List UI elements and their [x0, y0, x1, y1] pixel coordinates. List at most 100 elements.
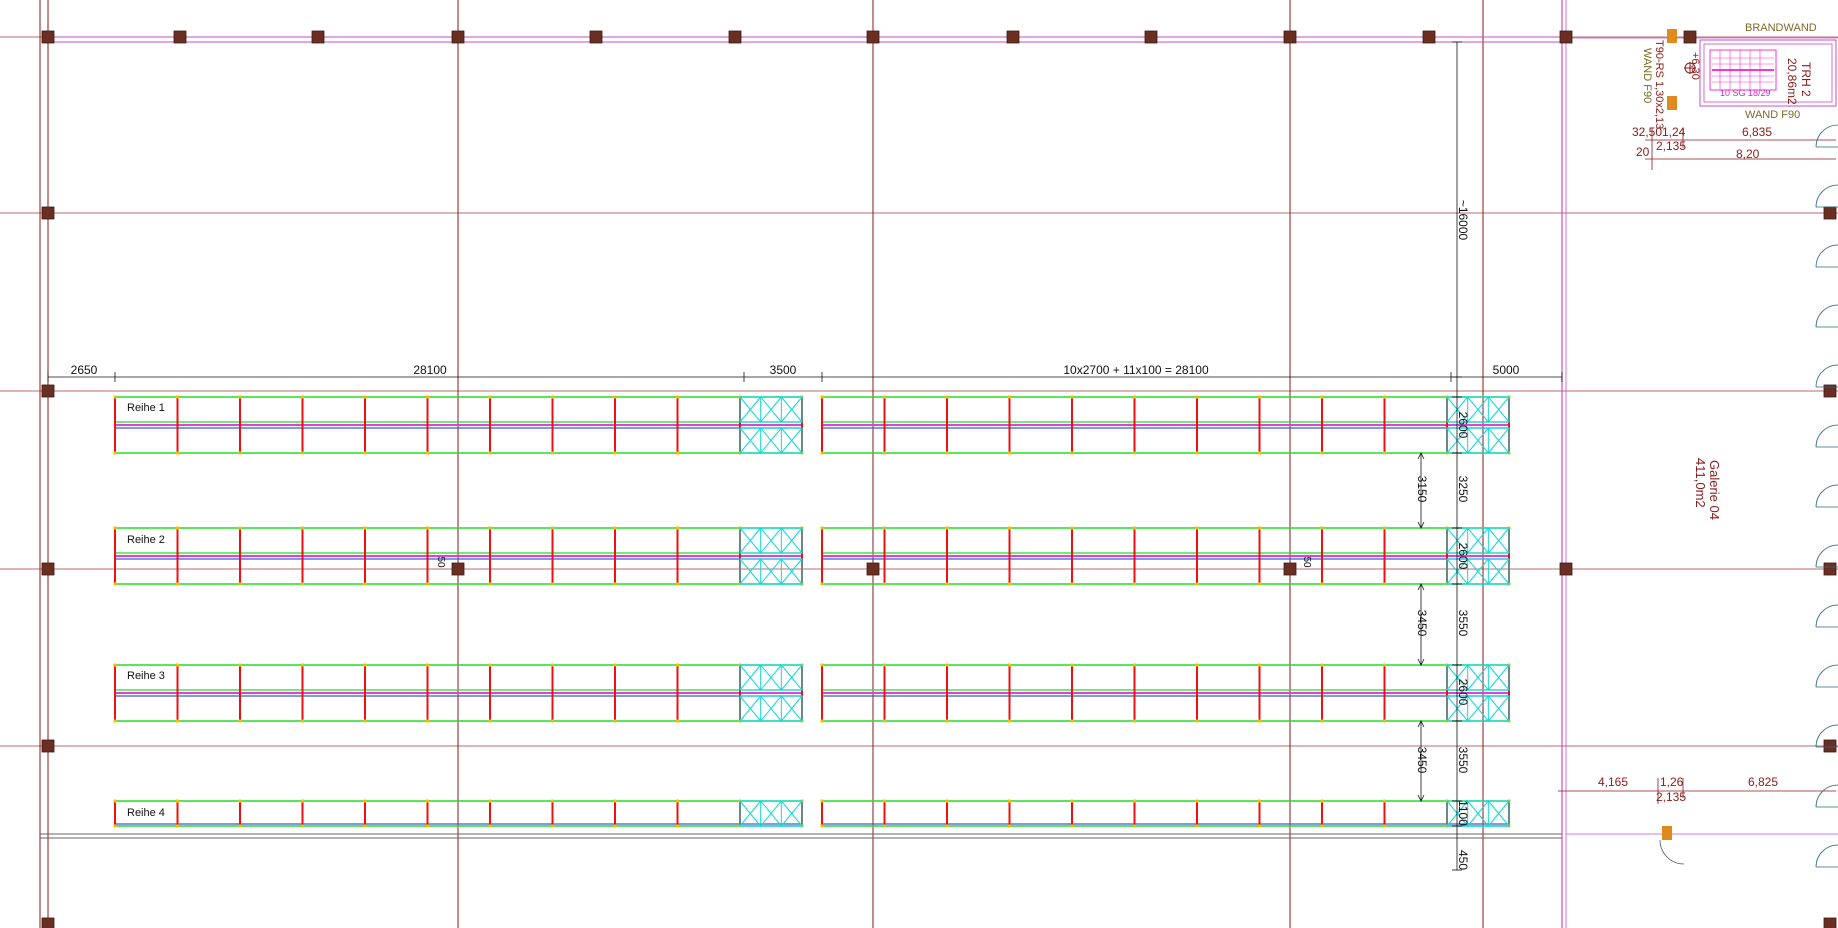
rack-node [820, 395, 824, 399]
rack-node [1258, 451, 1261, 455]
door-swing-icon [1659, 839, 1685, 865]
rack-node [883, 799, 886, 803]
rack-node [945, 663, 949, 667]
door-swing-icon [1815, 424, 1838, 448]
rack-node [945, 526, 949, 530]
rack-node [1008, 719, 1011, 723]
cross-brace [1487, 664, 1510, 691]
rack-node [1258, 799, 1261, 803]
rack-node [1320, 663, 1324, 667]
rack-node [945, 719, 949, 723]
rack-node [176, 451, 179, 455]
rack-block-row-4 [113, 799, 804, 828]
rack-node [1133, 799, 1136, 803]
annex-bottom-dim-c: 2,135 [1656, 790, 1686, 804]
cross-brace [760, 527, 782, 554]
column-square-icon [41, 917, 55, 928]
rack-node [301, 663, 304, 667]
rack-node [820, 799, 824, 803]
rack-node [426, 526, 429, 530]
rack-node [676, 395, 679, 399]
rack-node [551, 526, 554, 530]
dim-aisle-1-2: 3150 [1415, 476, 1429, 503]
cross-brace [760, 695, 782, 722]
rack-node [426, 824, 429, 828]
cross-brace [739, 527, 762, 554]
door-swing-icon [1815, 244, 1838, 268]
rack-node [113, 663, 117, 667]
annex-bottom-dim-a: 4,165 [1598, 775, 1628, 789]
door-swing-icon [1815, 484, 1838, 508]
rack-node [113, 799, 117, 803]
rack-node [363, 395, 367, 399]
rack-node [1070, 395, 1074, 399]
rack-node [301, 395, 304, 399]
door-swing-icon [1815, 544, 1838, 568]
rack-node [301, 451, 304, 455]
cross-brace [1487, 427, 1510, 454]
rack-node [613, 799, 617, 803]
rack-node [1195, 395, 1199, 399]
rack-node [1383, 799, 1386, 803]
dim-spacing-1-2: 3250 [1456, 476, 1470, 503]
door-icon [1662, 826, 1672, 840]
column-square-icon [1559, 30, 1573, 44]
rack-node [488, 663, 492, 667]
rack-node [176, 582, 179, 586]
column-square-icon [1823, 384, 1837, 398]
cross-brace [780, 800, 803, 827]
annex-dim-d: 6,835 [1742, 125, 1772, 139]
cross-brace [739, 800, 762, 827]
rack-node [676, 582, 679, 586]
annex-dim-c: 2,135 [1656, 139, 1686, 153]
gallery-name: Galerie 04 [1707, 460, 1722, 520]
dim-block1-length: 28100 [413, 363, 447, 377]
cross-brace [739, 396, 762, 423]
rack-node [1320, 451, 1324, 455]
rack-node [1195, 582, 1199, 586]
cross-brace [1467, 695, 1489, 722]
door-swing-icon [1815, 664, 1838, 688]
column-square-icon [41, 562, 55, 576]
rack-node [1258, 719, 1261, 723]
rack-node [883, 526, 886, 530]
stair-room-area: 20,86m2 [1785, 58, 1799, 105]
rack-node [113, 451, 117, 455]
rack-node [1258, 663, 1261, 667]
rack-node [238, 451, 242, 455]
dimension-arrow [1417, 583, 1425, 591]
cross-brace [780, 558, 803, 585]
rack-node [1320, 526, 1324, 530]
rack-node [1008, 582, 1011, 586]
cross-brace [739, 664, 762, 691]
door-swing-icon [1815, 844, 1838, 868]
rack-node [1070, 582, 1074, 586]
column-square-icon [451, 562, 465, 576]
exterior-walls [40, 0, 1838, 928]
rack-node [1383, 582, 1386, 586]
rack-node [113, 824, 117, 828]
column-square-icon [41, 206, 55, 220]
rack-block-row-2 [820, 526, 1511, 586]
column-square-icon [41, 384, 55, 398]
dim-rack2-depth: 2600 [1456, 543, 1470, 570]
rack-node [820, 824, 824, 828]
rack-node [551, 799, 554, 803]
rack-node [676, 663, 679, 667]
rack-node [820, 526, 824, 530]
dim-rack1-depth: 2600 [1456, 412, 1470, 439]
cross-brace [1467, 427, 1489, 454]
column-square-icon [1422, 30, 1436, 44]
rack-node [676, 451, 679, 455]
column-square-icon [451, 30, 465, 44]
cross-brace [780, 396, 803, 423]
rack-node [488, 526, 492, 530]
rack-node [426, 395, 429, 399]
rack-node [113, 526, 117, 530]
rack-node [1383, 663, 1386, 667]
row-label-4: Reihe 4 [127, 807, 165, 819]
rack-node [1070, 451, 1074, 455]
rack-node [1008, 451, 1011, 455]
rack-node [945, 395, 949, 399]
stair-flight-icon [1709, 49, 1777, 91]
